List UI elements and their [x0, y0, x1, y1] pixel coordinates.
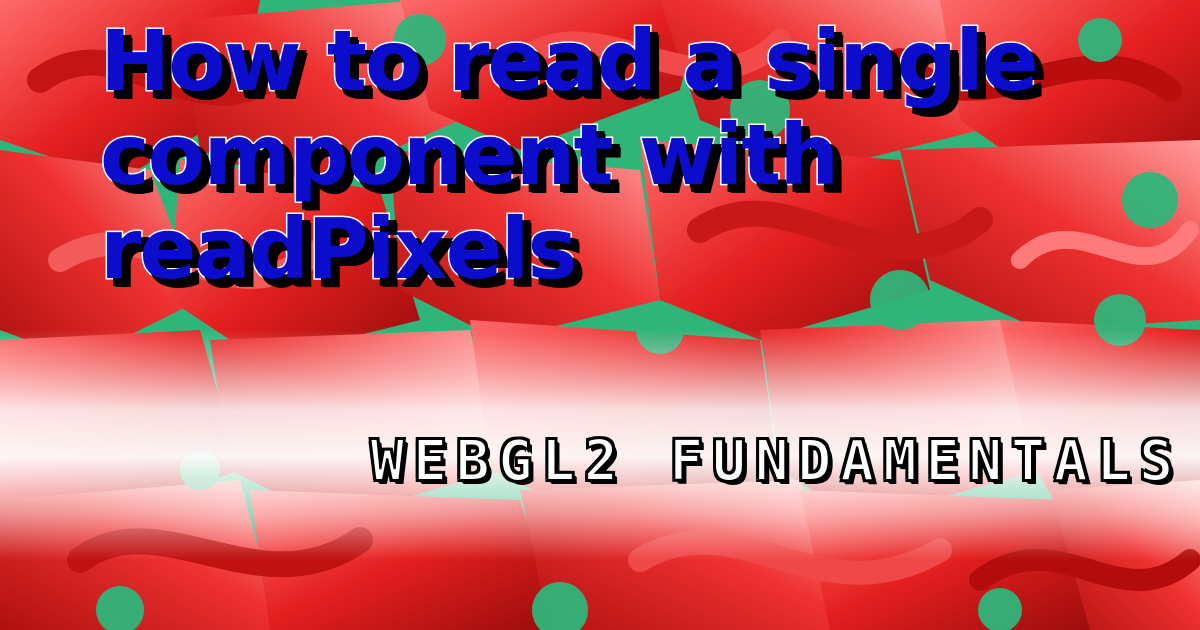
- title-line-1: How to read a single: [99, 12, 1041, 110]
- page-title: How to read a single component with read…: [99, 12, 1180, 298]
- title-line-2: component with: [99, 106, 841, 204]
- title-line-3: readPixels: [99, 200, 580, 298]
- brand-logo: WEBGL2 FUNDAMENTALS: [312, 426, 1182, 506]
- brand-name: WEBGL2 FUNDAMENTALS: [369, 428, 1182, 495]
